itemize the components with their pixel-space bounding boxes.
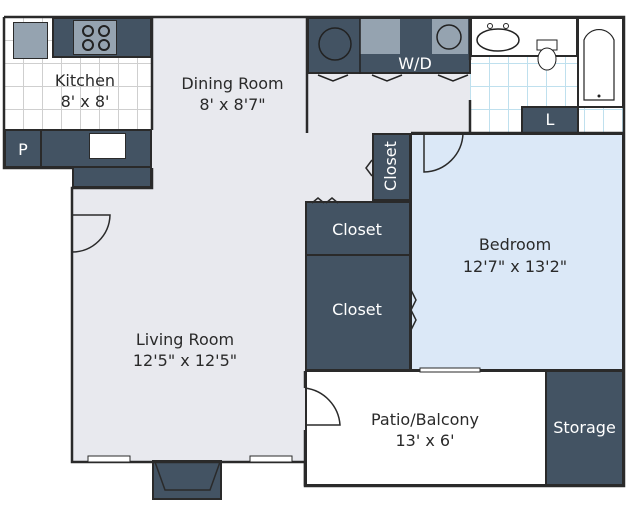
- kitchen-sink: [89, 133, 126, 159]
- closet-upper-label: Closet: [332, 220, 382, 239]
- patio-name: Patio/Balcony: [370, 410, 480, 429]
- closet-lower[interactable]: [305, 254, 411, 371]
- bay-window: [152, 460, 222, 500]
- door-swings: [71, 132, 464, 491]
- living-name: Living Room: [135, 330, 235, 349]
- kitchen-name: Kitchen: [54, 71, 116, 90]
- dining-name: Dining Room: [181, 74, 284, 93]
- closet-lower-label: Closet: [332, 300, 382, 319]
- washer-dryer-label: W/D: [398, 54, 432, 73]
- pantry-label: P: [18, 140, 28, 159]
- patio-size: 13' x 6': [395, 431, 455, 450]
- washer: [360, 19, 400, 54]
- refrigerator: [13, 22, 48, 59]
- storage-label: Storage: [553, 418, 616, 437]
- hallway-floor-lower: [300, 133, 372, 203]
- hallway-floor: [307, 73, 470, 135]
- living-size: 12'5" x 12'5": [132, 351, 238, 370]
- linen-label: L: [545, 110, 555, 129]
- bedroom-name: Bedroom: [478, 235, 552, 254]
- windows: [87, 367, 481, 463]
- kitchen-size: 8' x 8': [60, 92, 110, 111]
- dining-size: 8' x 8'7": [199, 95, 266, 114]
- stove: [73, 20, 117, 55]
- bedroom-size: 12'7" x 13'2": [462, 257, 568, 276]
- vertical-closet[interactable]: [372, 133, 411, 201]
